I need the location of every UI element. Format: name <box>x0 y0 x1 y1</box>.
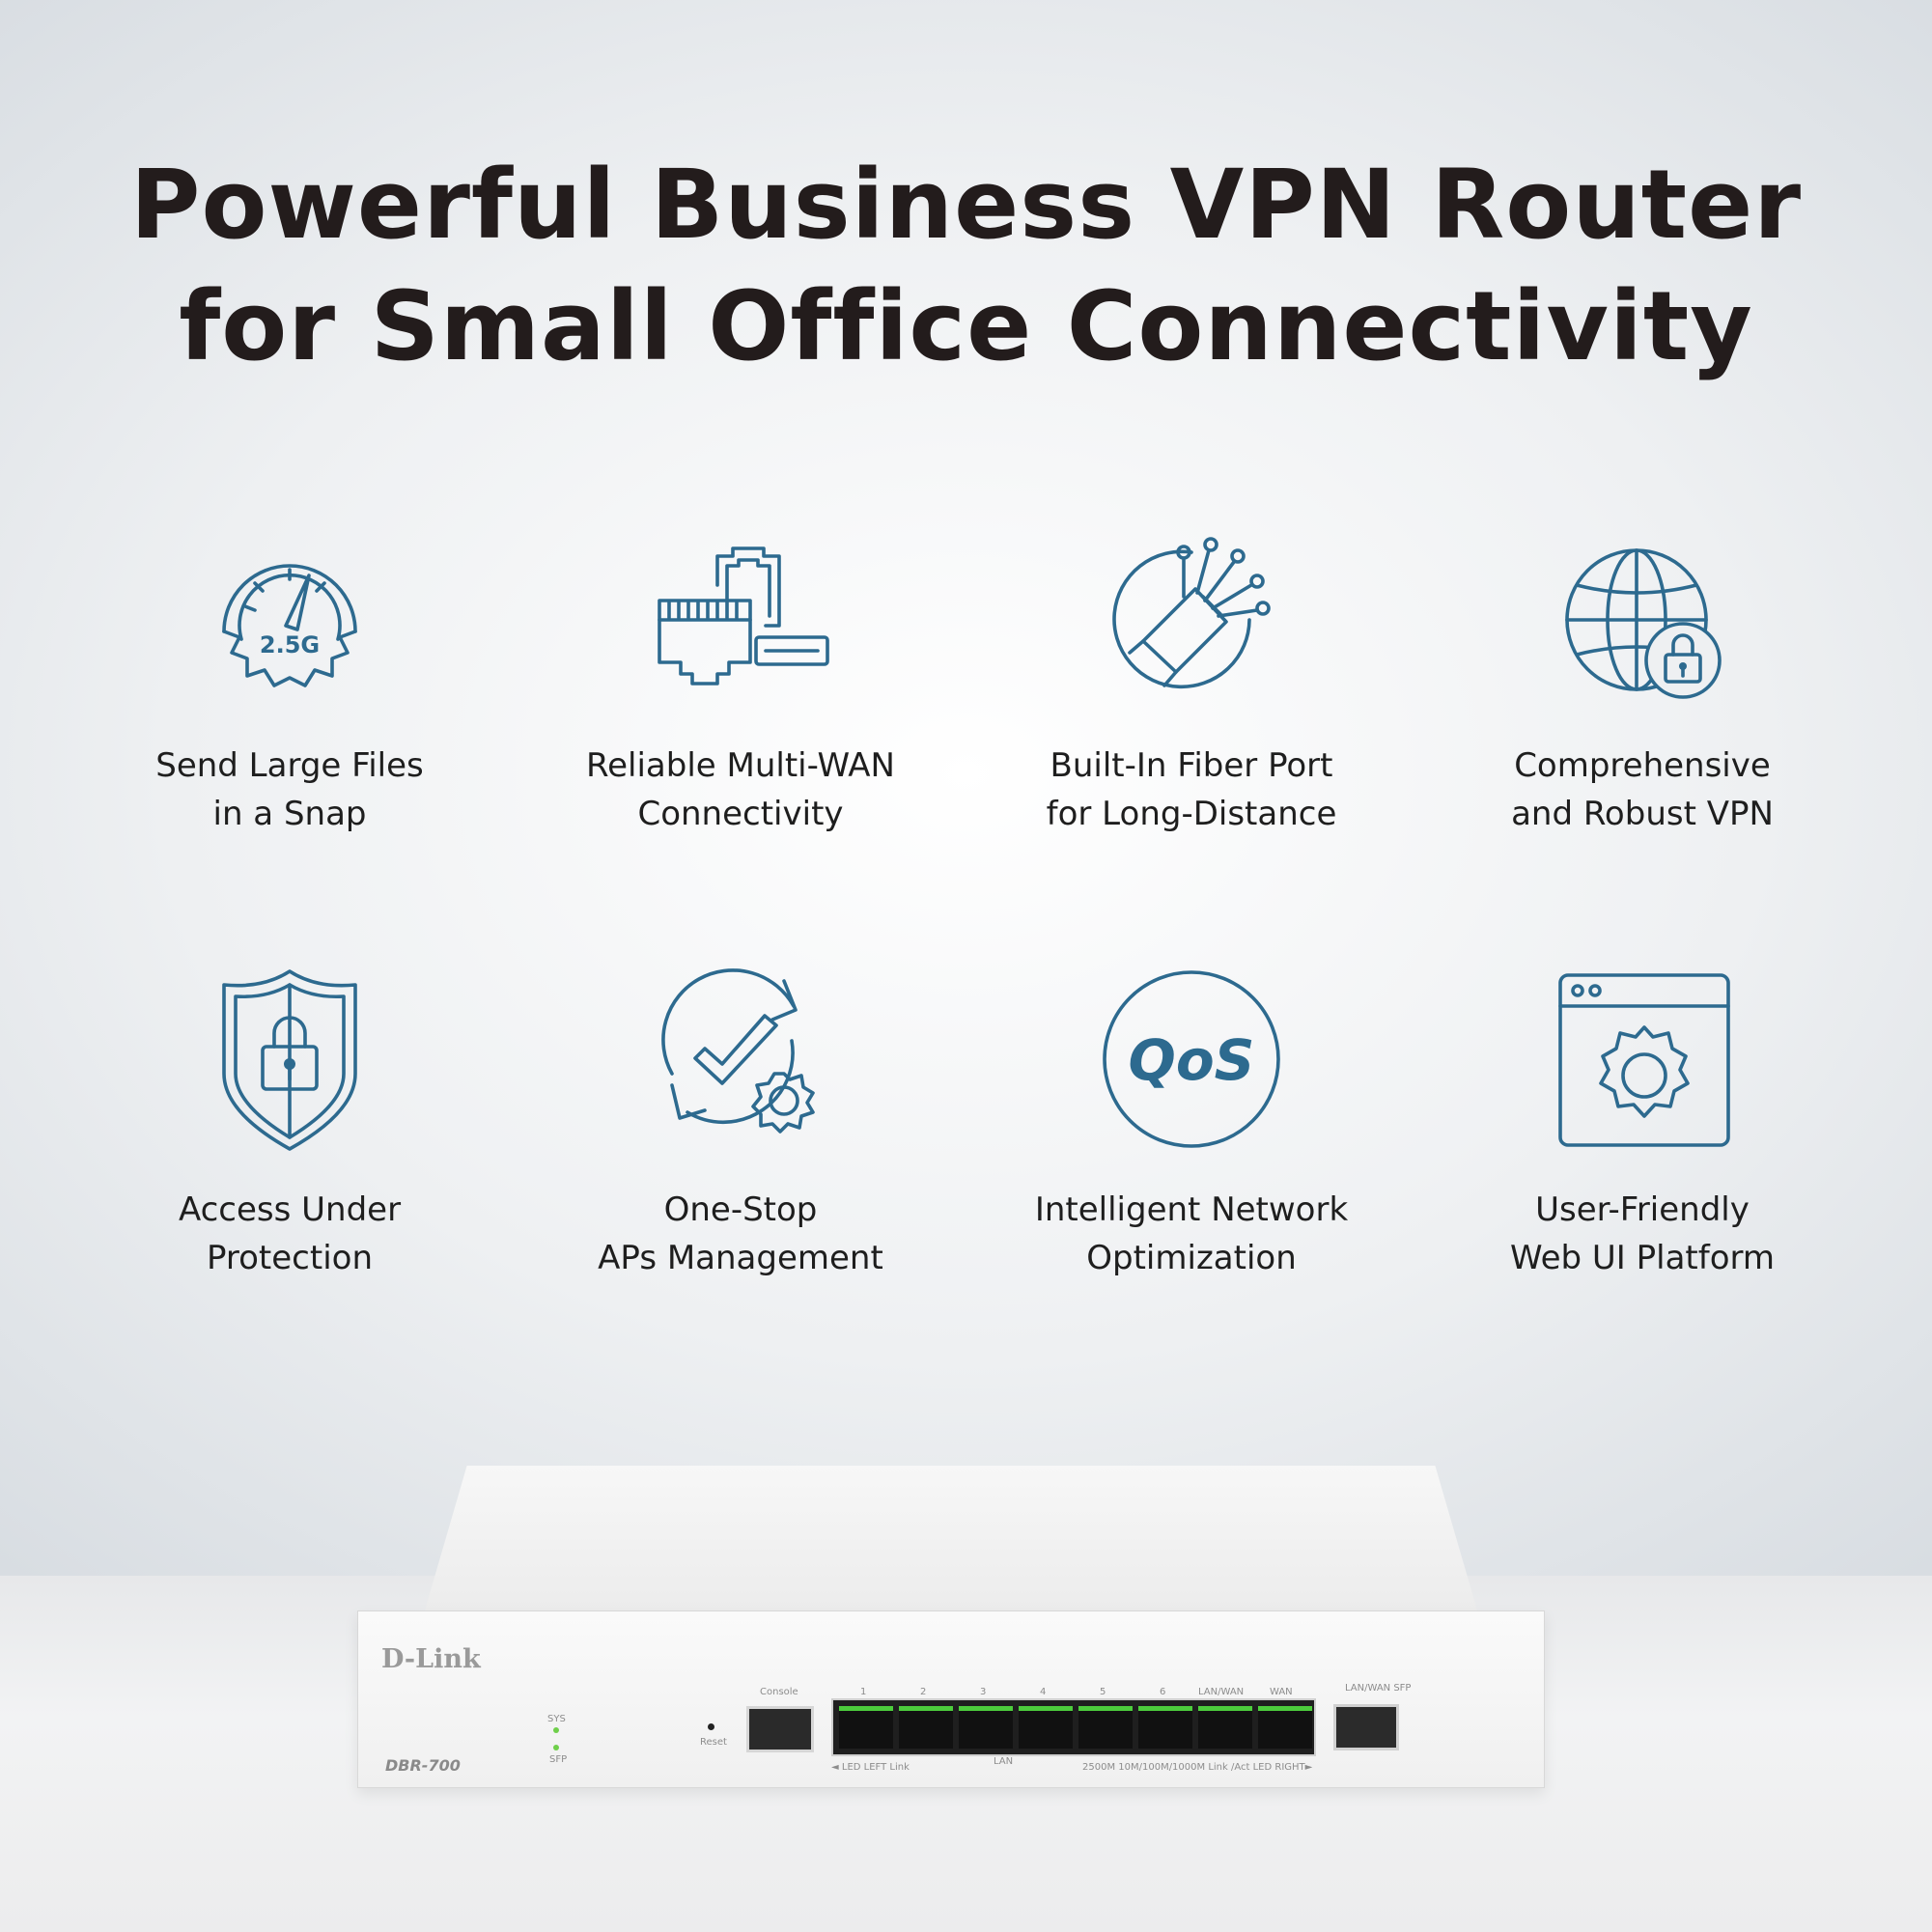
sys-label: SYS <box>547 1714 566 1724</box>
port-number-label: 6 <box>1160 1687 1166 1697</box>
feature-label-line: Send Large Files <box>155 746 424 785</box>
feature-qos: QoS Intelligent Network Optimization <box>966 967 1417 1282</box>
lan-group-label: LAN <box>994 1756 1014 1767</box>
feature-ap-management: One-Stop APs Management <box>515 967 966 1282</box>
lan-port-2[interactable] <box>899 1706 953 1749</box>
port-number-label: 3 <box>980 1687 987 1697</box>
feature-vpn: Comprehensive and Robust VPN <box>1416 533 1868 838</box>
speedometer-gear-icon: 2.5G <box>222 564 357 687</box>
feature-send-large-files: 2.5G Send Large Files in a Snap <box>64 533 516 838</box>
sfp-led-label: SFP <box>549 1754 568 1765</box>
feature-label-line: Reliable Multi-WAN <box>586 746 895 785</box>
feature-label-line: Comprehensive <box>1514 746 1771 785</box>
svg-text:2.5G: 2.5G <box>260 631 320 658</box>
lan-port-5[interactable] <box>1078 1706 1133 1749</box>
feature-label-line: Optimization <box>1086 1239 1297 1277</box>
title-line-1: Powerful Business VPN Router <box>129 150 1803 261</box>
port-number-label: 2 <box>920 1687 927 1697</box>
model-name: DBR-700 <box>385 1756 461 1775</box>
lan-port-4[interactable] <box>1019 1706 1073 1749</box>
page-title: Powerful Business VPN Router for Small O… <box>0 145 1932 388</box>
console-port[interactable] <box>746 1706 814 1752</box>
feature-multi-wan: Reliable Multi-WAN Connectivity <box>515 533 966 838</box>
router-device: D-Link DBR-700 SYS SFP Reset Console 1 2… <box>357 1466 1545 1794</box>
lan-port-3[interactable] <box>959 1706 1013 1749</box>
svg-text:QoS: QoS <box>1129 1027 1255 1093</box>
router-top-panel <box>425 1466 1477 1610</box>
sys-led <box>553 1727 559 1733</box>
led-legend-left: ◄ LED LEFT Link <box>831 1762 910 1773</box>
led-legend-right: 2500M 10M/100M/1000M Link /Act LED RIGHT… <box>1082 1762 1313 1773</box>
feature-label-line: Protection <box>206 1239 373 1277</box>
feature-label-line: Connectivity <box>637 795 844 833</box>
shield-lock-icon <box>222 969 357 1151</box>
sfp-port[interactable] <box>1333 1704 1399 1750</box>
feature-label-line: Web UI Platform <box>1509 1239 1776 1277</box>
feature-label-line: Built-In Fiber Port <box>1050 746 1333 785</box>
port-number-label: WAN <box>1270 1687 1293 1697</box>
feature-label-line: for Long-Distance <box>1046 795 1337 833</box>
globe-lock-icon <box>1565 548 1722 699</box>
console-label: Console <box>760 1687 798 1697</box>
feature-label-line: and Robust VPN <box>1511 795 1774 833</box>
feature-label-line: in a Snap <box>212 795 367 833</box>
router-front-panel: D-Link DBR-700 SYS SFP Reset Console 1 2… <box>357 1610 1545 1788</box>
feature-access-protection: Access Under Protection <box>64 967 516 1282</box>
lan-port-1[interactable] <box>839 1706 893 1749</box>
lan-wan-port[interactable] <box>1198 1706 1252 1749</box>
feature-fiber-port: Built-In Fiber Port for Long-Distance <box>966 533 1417 838</box>
port-number-label: 4 <box>1040 1687 1047 1697</box>
feature-label-line: Intelligent Network <box>1034 1190 1349 1229</box>
feature-label-line: APs Management <box>598 1239 883 1277</box>
feature-label-line: User-Friendly <box>1535 1190 1750 1229</box>
qos-circle-icon: QoS <box>1103 970 1280 1148</box>
ethernet-ports-icon <box>658 546 829 686</box>
wan-port[interactable] <box>1258 1706 1312 1749</box>
checkmark-gear-cycle-icon <box>661 968 815 1134</box>
browser-gear-icon <box>1558 973 1730 1147</box>
ethernet-port-bank <box>831 1698 1316 1756</box>
feature-label-line: One-Stop <box>663 1190 818 1229</box>
reset-label: Reset <box>700 1737 727 1748</box>
sfp-led <box>553 1745 559 1750</box>
reset-button[interactable] <box>708 1723 714 1730</box>
fiber-optic-icon <box>1112 537 1271 689</box>
title-line-2: for Small Office Connectivity <box>179 271 1753 382</box>
sfp-port-label: LAN/WAN SFP <box>1345 1683 1412 1694</box>
port-number-label: 1 <box>860 1687 867 1697</box>
feature-label-line: Access Under <box>178 1190 402 1229</box>
brand-logo: D-Link <box>381 1644 481 1674</box>
port-number-label: 5 <box>1100 1687 1106 1697</box>
lan-port-6[interactable] <box>1138 1706 1192 1749</box>
feature-web-ui: User-Friendly Web UI Platform <box>1416 967 1868 1282</box>
port-number-label: LAN/WAN <box>1198 1687 1245 1697</box>
